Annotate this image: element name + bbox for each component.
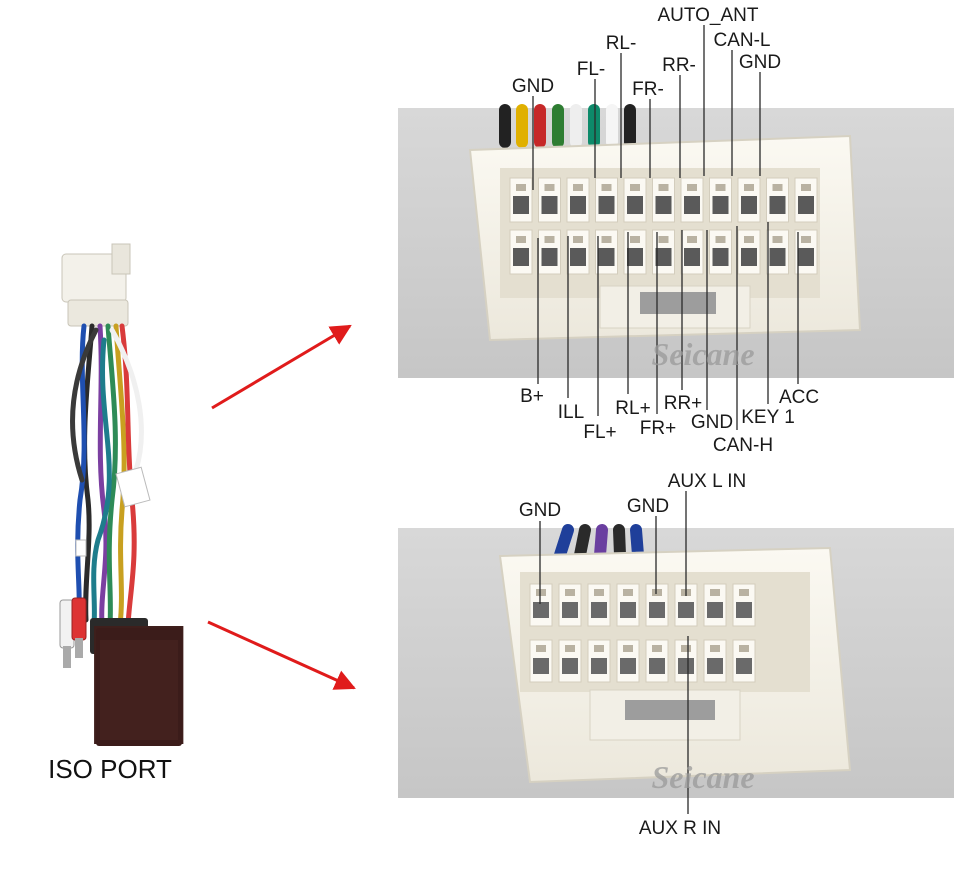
pin-cavity xyxy=(794,229,818,275)
pin-cavity xyxy=(623,177,647,223)
pin-cavity xyxy=(652,229,675,275)
pin-cavity xyxy=(732,639,756,683)
pin-label-acc: ACC xyxy=(779,387,819,408)
pin-label-rr-plus: RR+ xyxy=(664,393,703,414)
caption-iso-port: ISO PORT xyxy=(48,754,172,784)
pin-label-can-l: CAN-L xyxy=(713,30,770,51)
pin-cavity xyxy=(529,639,553,683)
watermark-connector-1: Seicane xyxy=(651,336,754,372)
pin-cavity xyxy=(794,177,818,223)
pin-label-fl-minus: FL- xyxy=(577,59,606,80)
pin-cavity xyxy=(680,229,704,275)
connector-1-bottom-labels: B+ ILL FL+ RL+ FR+ RR+ GND CAN-H KEY 1 A… xyxy=(520,386,819,456)
pin-cavity xyxy=(680,177,704,223)
pin-cavity xyxy=(538,177,561,223)
pin-label-key-1: KEY 1 xyxy=(741,407,795,428)
pin-label-fl-plus: FL+ xyxy=(583,422,616,443)
pin-cavity xyxy=(558,583,582,627)
pin-label-gnd-left: GND xyxy=(519,500,561,521)
pin-cavity xyxy=(766,229,789,275)
pin-label-gnd-middle: GND xyxy=(627,496,669,517)
connector-2-leaders xyxy=(539,491,689,814)
pin-label-ill: ILL xyxy=(558,402,584,423)
pin-label-can-h: CAN-H xyxy=(713,435,773,456)
connector-1-top-leaders xyxy=(532,25,761,190)
pin-label-fr-minus: FR- xyxy=(632,79,664,100)
pin-cavity xyxy=(766,177,789,223)
pin-cavity xyxy=(616,639,640,683)
pin-cavity xyxy=(595,229,618,275)
pin-label-b-plus: B+ xyxy=(520,386,544,407)
pin-cavity xyxy=(645,639,669,683)
pin-cavity xyxy=(509,229,533,275)
pin-cavity xyxy=(558,639,582,683)
iso-harness-illustration xyxy=(59,243,184,746)
pin-label-rr-minus: RR- xyxy=(662,55,696,76)
pin-cavity xyxy=(737,177,761,223)
pin-label-auto-ant: AUTO_ANT xyxy=(657,5,758,26)
connector-2-pin-grid xyxy=(529,583,756,683)
pin-label-rl-minus: RL- xyxy=(606,33,637,54)
connector-1-pin-grid xyxy=(509,177,818,275)
pin-cavity xyxy=(737,229,761,275)
pin-cavity xyxy=(595,177,618,223)
pin-cavity xyxy=(616,583,640,627)
pin-cavity xyxy=(652,177,675,223)
connector-1-top-labels: GND FL- RL- FR- RR- AUTO_ANT CAN-L GND xyxy=(512,5,781,100)
arrow-to-connector-1 xyxy=(211,324,352,410)
pin-cavity xyxy=(703,583,727,627)
pin-cavity xyxy=(732,583,756,627)
pin-cavity xyxy=(587,583,611,627)
connector-1-bottom-leaders xyxy=(537,222,799,430)
pin-cavity xyxy=(529,583,553,627)
pin-label-gnd-bottom: GND xyxy=(691,412,733,433)
pin-cavity xyxy=(703,639,727,683)
pin-cavity xyxy=(674,639,698,683)
pin-label-fr-plus: FR+ xyxy=(640,418,676,439)
watermark-connector-2: Seicane xyxy=(651,759,754,795)
pin-cavity xyxy=(623,229,647,275)
pin-cavity xyxy=(538,229,561,275)
pin-label-rl-plus: RL+ xyxy=(615,398,650,419)
pin-label-gnd-top-left: GND xyxy=(512,76,554,97)
pin-cavity xyxy=(566,177,590,223)
arrow-to-connector-2 xyxy=(207,620,356,690)
pin-cavity xyxy=(645,583,669,627)
pin-cavity xyxy=(587,639,611,683)
connector-2-labels: GND GND AUX L IN AUX R IN xyxy=(519,471,746,839)
pin-label-aux-l-in: AUX L IN xyxy=(668,471,747,492)
pin-label-aux-r-in: AUX R IN xyxy=(639,818,721,839)
pin-label-gnd-top-right: GND xyxy=(739,52,781,73)
pin-cavity xyxy=(709,177,732,223)
pin-cavity xyxy=(509,177,533,223)
pin-cavity xyxy=(709,229,732,275)
pin-cavity xyxy=(566,229,590,275)
